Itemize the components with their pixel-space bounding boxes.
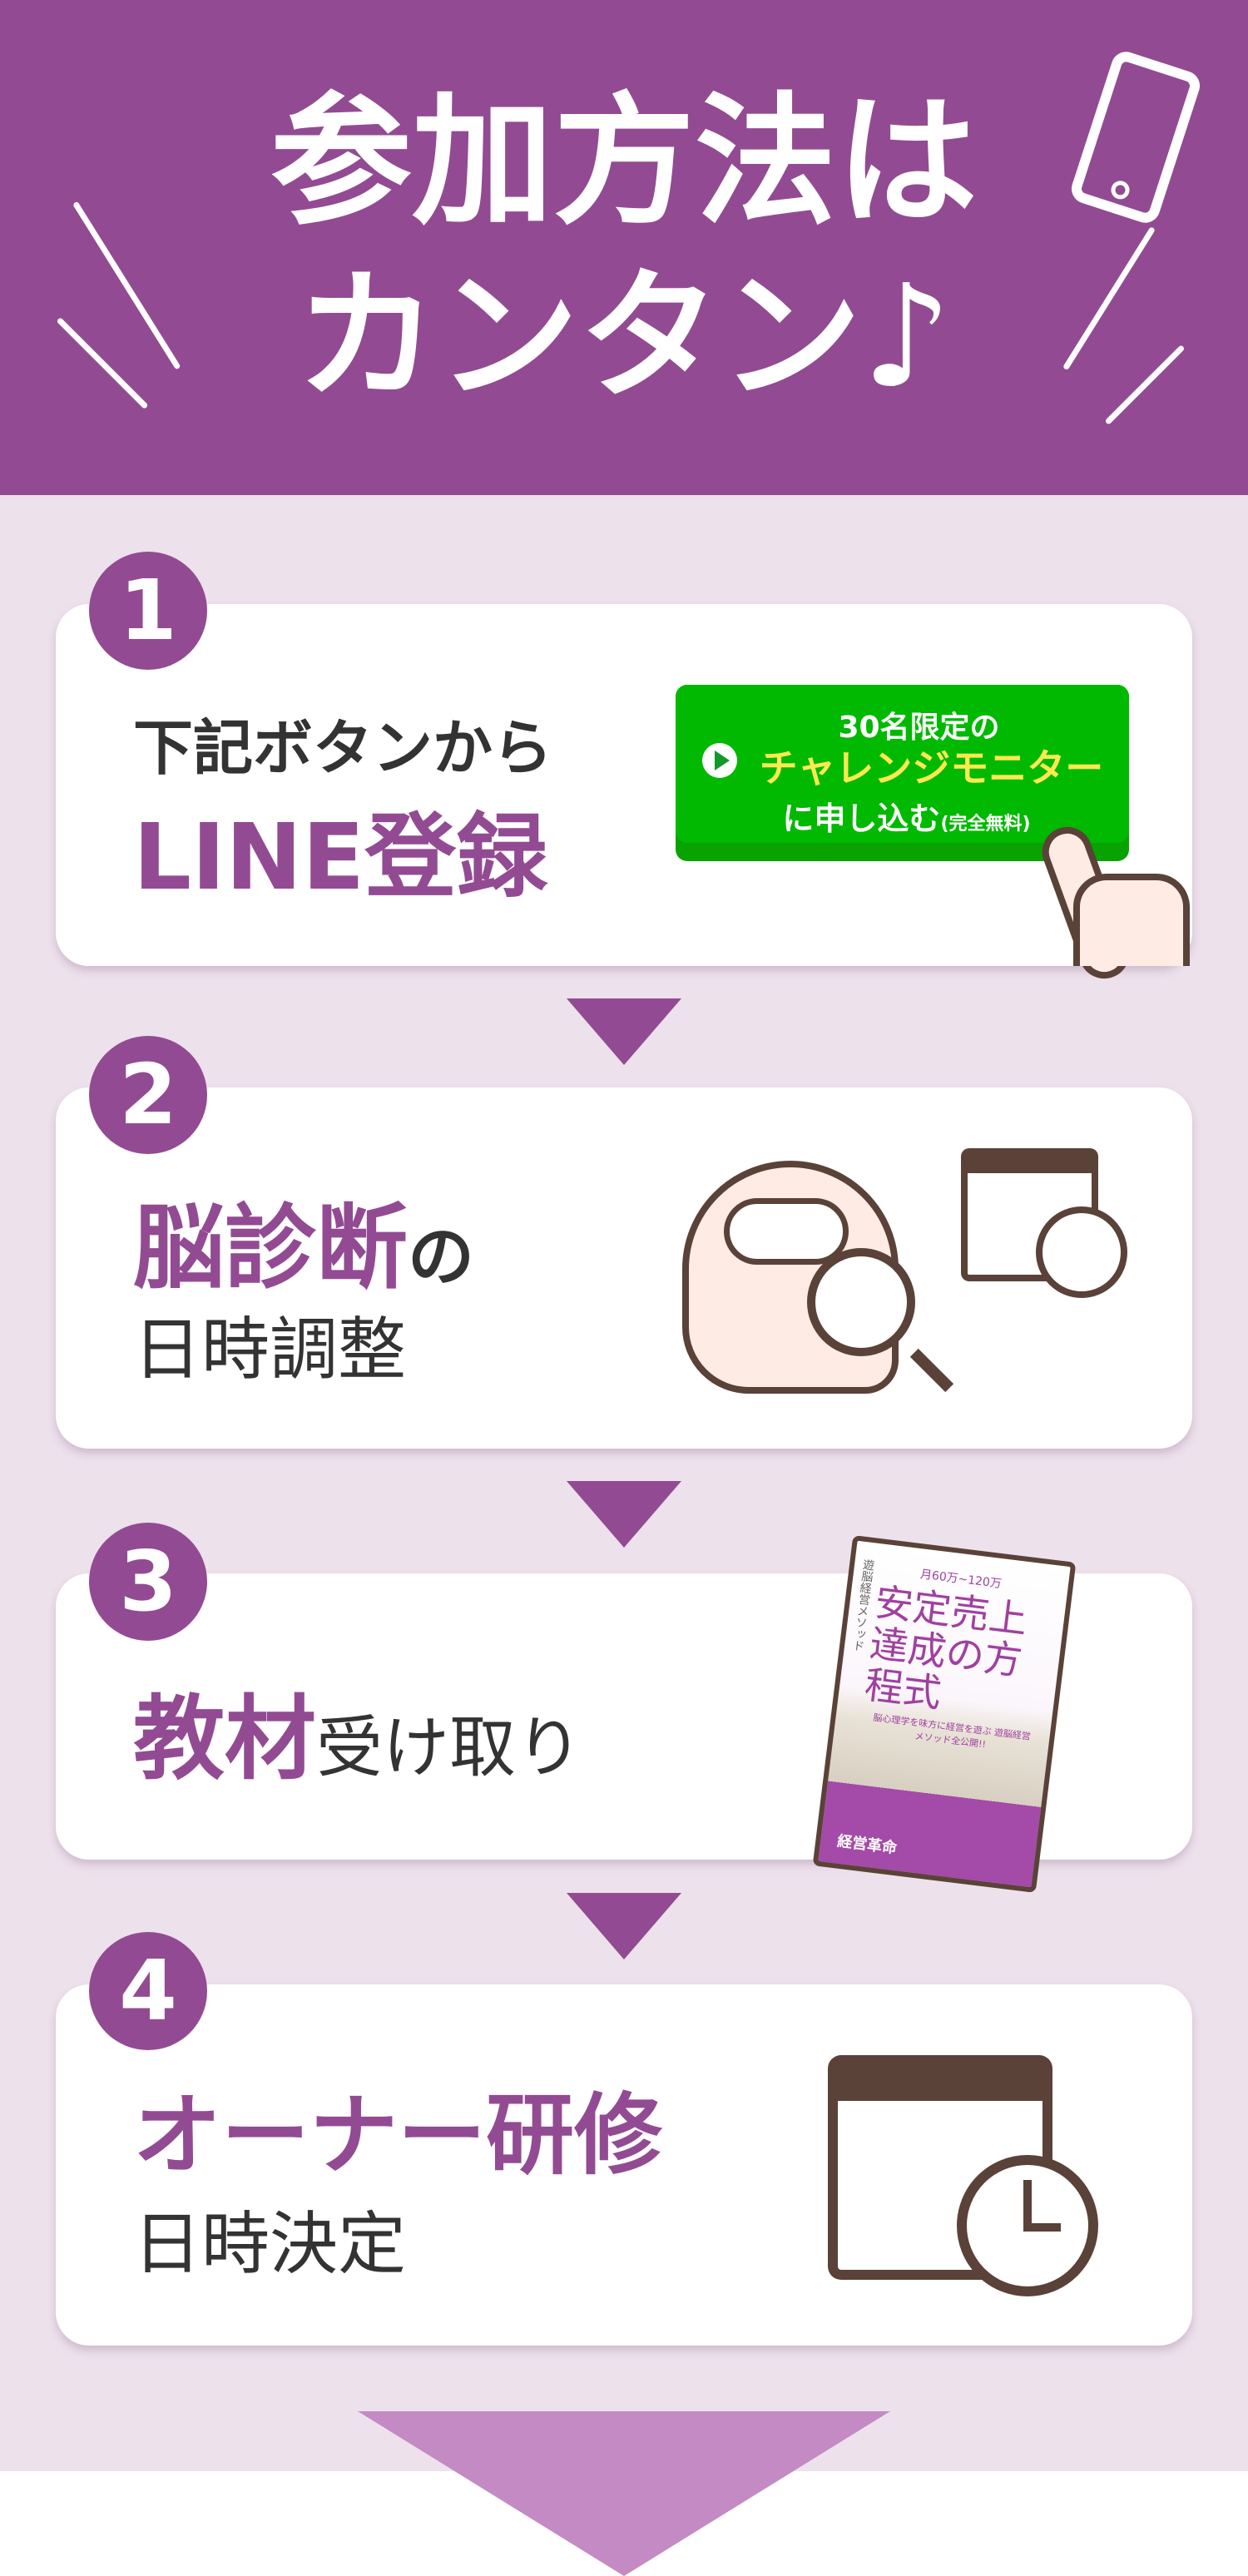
step-4-text: 日時決定 xyxy=(133,2205,407,2284)
button-text: に申し込む xyxy=(782,800,941,837)
button-highlight-text: チャレンジモニター xyxy=(759,746,1104,790)
step-2-highlight: 脳診断 xyxy=(133,1195,408,1301)
hand-palm xyxy=(1073,874,1190,966)
step-1-highlight: LINE登録 xyxy=(133,804,548,910)
step-number: 3 xyxy=(89,1523,207,1641)
step-number: 2 xyxy=(89,1036,207,1154)
arrow-down-icon xyxy=(567,998,681,1065)
large-arrow-down-icon xyxy=(358,2411,890,2576)
book-icon: 月60万~120万 安定売上達成の方程式 脳心理学を味方に経営を遊ぶ 遊脳経営メ… xyxy=(812,1535,1077,1893)
header-title-line1: 参加方法は xyxy=(270,80,978,245)
button-note: (完全無料) xyxy=(940,814,1031,835)
book-band: 経営革命 xyxy=(836,1832,899,1858)
header-title-line2: カンタン♪ xyxy=(295,255,953,419)
step-number: 4 xyxy=(89,1932,207,2050)
step-2-text: の xyxy=(408,1218,474,1295)
button-text: 30名限定の xyxy=(838,711,1000,745)
header-banner: 参加方法は カンタン♪ xyxy=(0,0,1248,495)
step-number: 1 xyxy=(89,552,207,670)
step-3-highlight: 教材 xyxy=(133,1686,316,1792)
step-1-text: 下記ボタンから xyxy=(133,713,553,783)
book-title: 安定売上達成の方程式 xyxy=(862,1579,1030,1717)
play-icon xyxy=(702,743,737,778)
arrow-down-icon xyxy=(567,1893,681,1959)
arrow-down-icon xyxy=(567,1481,681,1548)
step-2-text2: 日時調整 xyxy=(133,1310,407,1390)
line-register-button[interactable]: 30名限定の チャレンジモニター に申し込む(完全無料) xyxy=(676,685,1129,861)
step-4-highlight: オーナー研修 xyxy=(133,2084,662,2187)
step-3-text: 受け取り xyxy=(316,1709,582,1786)
